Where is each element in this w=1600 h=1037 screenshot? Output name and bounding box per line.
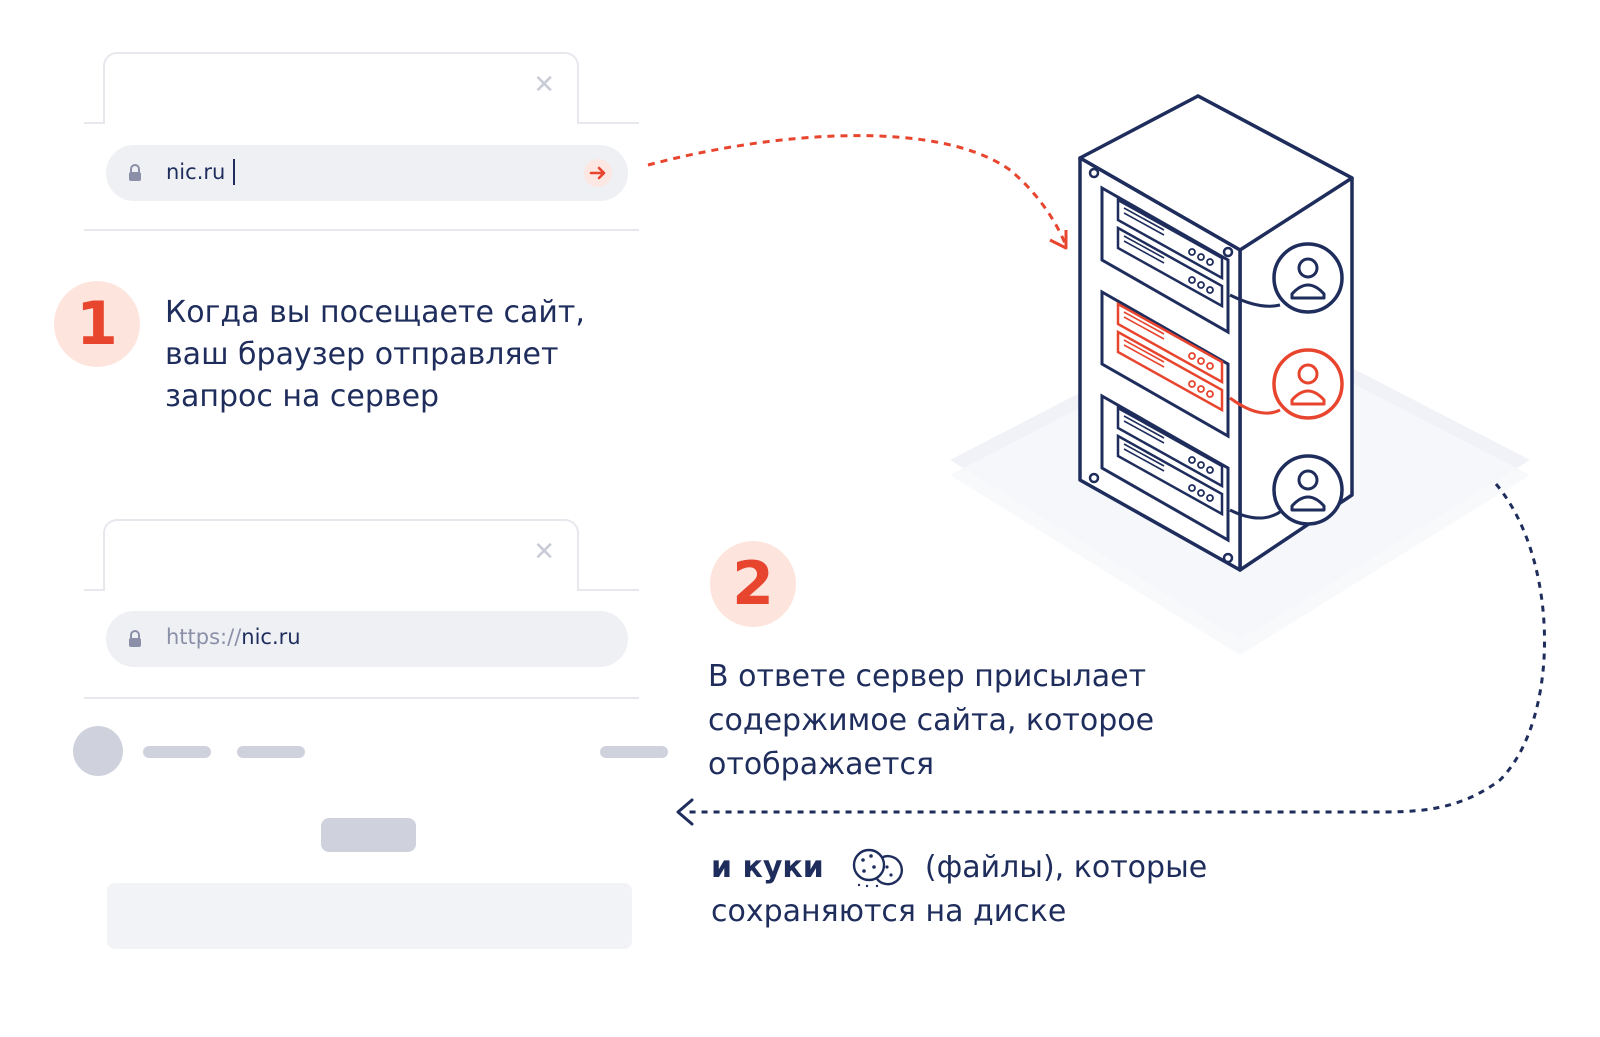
user-icon: [1272, 242, 1344, 314]
nav-placeholder: [600, 746, 668, 758]
lock-icon: [129, 630, 141, 647]
tab-divider: [84, 122, 105, 124]
button-placeholder: [321, 818, 416, 852]
user-icon-active: [1272, 348, 1344, 420]
tab-divider: [577, 122, 639, 124]
avatar-placeholder: [73, 726, 123, 776]
tab-divider: [577, 589, 639, 591]
cookies-description: и куки (файлы), которые сохраняются на д…: [711, 845, 1207, 934]
cookies-bold: и куки: [711, 850, 824, 885]
step1-line: ваш браузер отправляет: [165, 337, 559, 372]
address-bar[interactable]: nic.ru: [106, 145, 628, 201]
step1-line: запрос на сервер: [165, 379, 440, 414]
close-icon[interactable]: ✕: [533, 537, 555, 567]
address-value: nic.ru: [241, 625, 301, 649]
address-value: nic.ru: [166, 160, 226, 184]
close-icon[interactable]: ✕: [533, 70, 555, 100]
nav-placeholder: [237, 746, 305, 758]
server-unit: [1100, 393, 1230, 543]
browser-tab[interactable]: ✕: [103, 519, 579, 591]
step1-description: Когда вы посещаете сайт, ваш браузер отп…: [165, 292, 585, 418]
content-divider: [84, 697, 639, 699]
content-divider: [84, 229, 639, 231]
cookies-rest: (файлы), которые: [924, 850, 1208, 885]
step2-line: содержимое сайта, которое: [708, 703, 1155, 738]
step-badge-1: 1: [54, 281, 140, 367]
arrow-right-icon[interactable]: [584, 159, 612, 187]
content-block-placeholder: [107, 883, 632, 949]
server-unit-active: [1100, 289, 1230, 439]
server-rack-icon: [950, 94, 1530, 655]
cookies-line2: сохраняются на диске: [711, 894, 1067, 929]
nav-placeholder: [143, 746, 211, 758]
address-protocol: https://: [166, 625, 242, 649]
step2-line: В ответе сервер присылает: [708, 659, 1147, 694]
text-caret: [233, 159, 236, 185]
address-input[interactable]: nic.ru: [166, 159, 236, 185]
user-icon: [1272, 454, 1344, 526]
browser-tab[interactable]: ✕: [103, 52, 579, 124]
step2-line: отображается: [708, 747, 934, 782]
cookie-icon: [853, 848, 904, 888]
address-bar[interactable]: https://nic.ru: [106, 611, 628, 667]
lock-icon: [129, 164, 141, 181]
address-input[interactable]: https://nic.ru: [166, 625, 301, 649]
tab-divider: [84, 589, 105, 591]
server-unit: [1100, 185, 1230, 335]
step-badge-2: 2: [710, 541, 796, 627]
step2-description: В ответе сервер присылает содержимое сай…: [708, 655, 1154, 787]
step1-line: Когда вы посещаете сайт,: [165, 295, 585, 330]
